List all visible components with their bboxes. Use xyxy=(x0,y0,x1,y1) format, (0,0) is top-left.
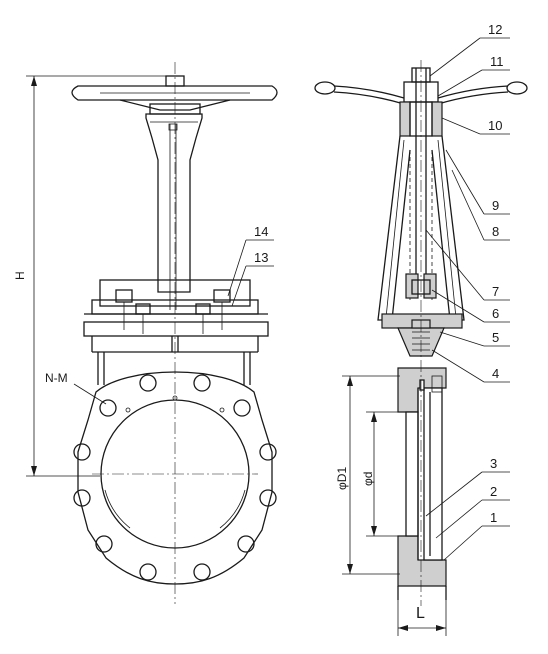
svg-text:3: 3 xyxy=(490,456,497,471)
callout-8: 8 xyxy=(451,169,510,241)
length-dimension: L xyxy=(397,600,447,636)
callout-10: 10 xyxy=(441,117,510,135)
diameter-dimensions: φD1 φd xyxy=(335,375,400,575)
callout-3: 3 xyxy=(425,456,510,517)
side-view: φD1 φd L 12 11 10 xyxy=(314,22,528,636)
front-view: N-M H 14 13 xyxy=(13,62,278,604)
svg-text:14: 14 xyxy=(254,224,268,239)
svg-text:11: 11 xyxy=(490,54,504,69)
svg-text:6: 6 xyxy=(492,306,499,321)
handwheel xyxy=(71,75,278,115)
callout-2: 2 xyxy=(435,484,510,539)
svg-text:5: 5 xyxy=(492,330,499,345)
svg-text:7: 7 xyxy=(492,284,499,299)
height-label: H xyxy=(13,271,27,280)
callout-1: 1 xyxy=(443,510,510,561)
svg-text:10: 10 xyxy=(488,118,502,133)
holes-label: N-M xyxy=(45,371,68,385)
callout-6: 6 xyxy=(431,289,510,323)
yoke-bolts xyxy=(115,289,231,334)
svg-text:12: 12 xyxy=(488,22,502,37)
bore-diameter-label: φd xyxy=(361,472,375,486)
callout-9: 9 xyxy=(445,149,510,215)
length-label: L xyxy=(416,605,425,622)
height-dimension: H xyxy=(13,75,166,477)
svg-text:9: 9 xyxy=(492,198,499,213)
svg-text:13: 13 xyxy=(254,250,268,265)
svg-text:1: 1 xyxy=(490,510,497,525)
body-side xyxy=(397,367,447,600)
svg-text:8: 8 xyxy=(492,224,499,239)
callout-7: 7 xyxy=(425,229,510,301)
support-rods xyxy=(97,336,251,385)
svg-text:4: 4 xyxy=(492,366,499,381)
callout-13: 13 xyxy=(231,250,274,307)
callout-14: 14 xyxy=(227,224,274,297)
callout-5: 5 xyxy=(439,330,510,347)
callout-12: 12 xyxy=(429,22,510,77)
bolt-holes xyxy=(73,374,277,581)
svg-text:2: 2 xyxy=(490,484,497,499)
callout-11: 11 xyxy=(437,54,510,97)
gland-packing xyxy=(381,273,463,357)
callout-4: 4 xyxy=(431,349,510,383)
outer-diameter-label: φD1 xyxy=(335,467,349,490)
yoke-column xyxy=(145,113,203,310)
handwheel-side xyxy=(314,81,528,105)
